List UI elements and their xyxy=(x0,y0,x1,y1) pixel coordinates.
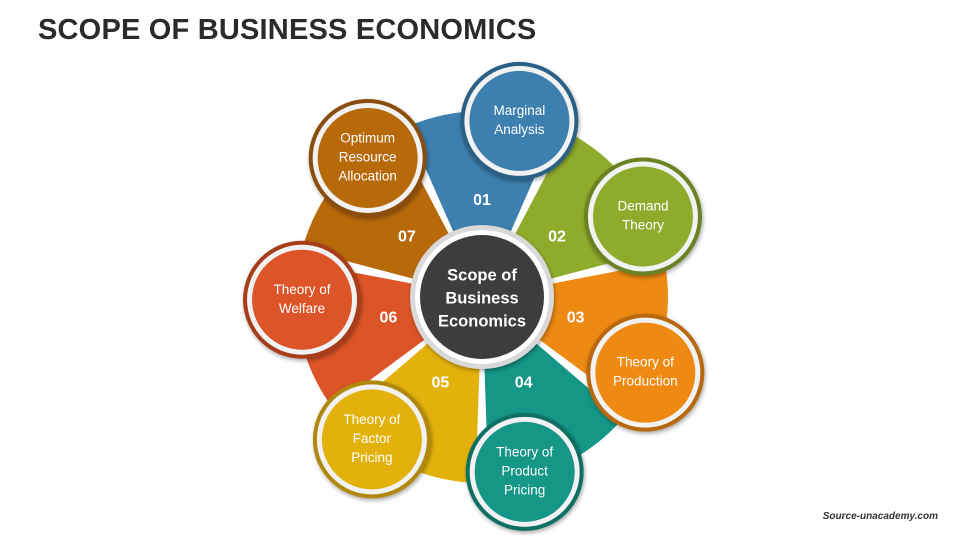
segment-label-04-line: Theory of xyxy=(496,444,553,459)
segment-label-05-line: Factor xyxy=(353,431,392,446)
segment-label-02-line: Demand xyxy=(617,199,668,214)
segment-number-04: 04 xyxy=(515,375,533,392)
segment-label-05-line: Pricing xyxy=(351,450,392,465)
segment-number-02: 02 xyxy=(548,228,566,245)
slide-title: SCOPE OF BUSINESS ECONOMICS xyxy=(38,14,537,46)
source-note: Source-unacademy.com xyxy=(822,511,938,522)
segment-number-07: 07 xyxy=(398,228,416,245)
segment-number-03: 03 xyxy=(567,310,585,327)
segment-number-06: 06 xyxy=(380,310,398,327)
segment-circle-06: Theory of Welfare xyxy=(243,240,362,359)
center-label-line: Economics xyxy=(438,312,526,330)
segment-number-05: 05 xyxy=(431,375,449,392)
segment-label-05-line: Theory of xyxy=(343,412,400,427)
segment-number-01: 01 xyxy=(473,192,491,209)
center-label-line: Business xyxy=(445,289,518,307)
segment-circle-03: Theory of Production xyxy=(586,313,705,432)
segment-label-02-line: Theory xyxy=(622,218,664,233)
segment-label-01-line: Marginal xyxy=(494,103,546,118)
segment-label-04-line: Pricing xyxy=(504,482,545,497)
segment-label-06-line: Welfare xyxy=(279,301,325,316)
center-label-line: Scope of xyxy=(447,266,517,284)
segment-label-01-line: Analysis xyxy=(494,122,545,137)
segment-label-03-line: Production xyxy=(613,374,678,389)
segment-label-06-line: Theory of xyxy=(274,282,331,297)
segment-label-07-line: Allocation xyxy=(338,169,397,184)
segment-label-03-line: Theory of xyxy=(617,355,674,370)
segment-label-07-line: Resource xyxy=(339,150,397,165)
segment-label-07-line: Optimum xyxy=(340,131,395,146)
segment-label-04-line: Product xyxy=(501,463,548,478)
